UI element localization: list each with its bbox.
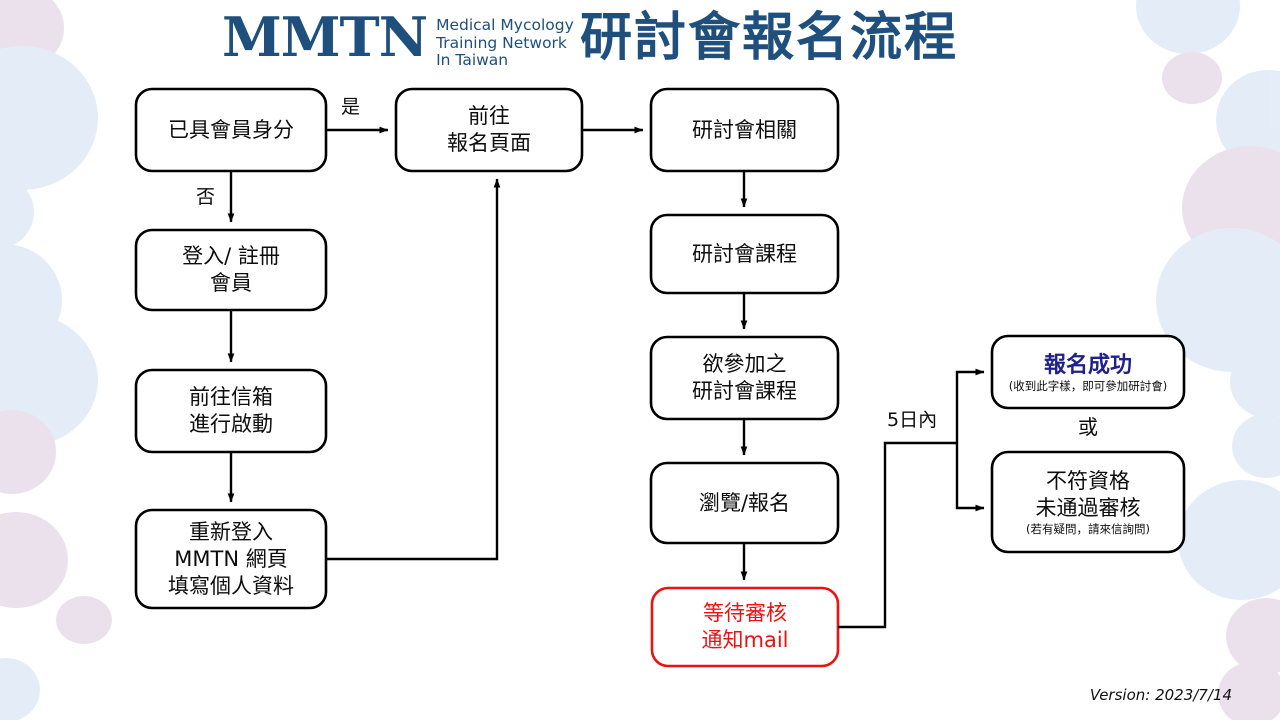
node-member-check-line1: 已具會員身分 bbox=[168, 117, 294, 142]
node-relogin-profile-line2: MMTN 網頁 bbox=[174, 546, 288, 571]
node-goto-register-line2: 報名頁面 bbox=[447, 131, 531, 155]
node-await-review-line1: 等待審核 bbox=[703, 601, 787, 625]
edge-label-no: 否 bbox=[196, 186, 216, 208]
logo-tagline-line2: Training Network bbox=[436, 33, 567, 52]
mmtn-logo: MMTN Medical Mycology Training Network I… bbox=[222, 8, 574, 70]
node-seminar-courses[interactable]: 研討會課程 bbox=[651, 215, 838, 293]
node-member-check[interactable]: 已具會員身分 bbox=[136, 89, 326, 171]
logo-tagline-line3: In Taiwan bbox=[436, 51, 509, 69]
node-browse-apply[interactable]: 瀏覽/報名 bbox=[651, 463, 838, 543]
node-relogin-profile-line3: 填寫個人資料 bbox=[168, 573, 294, 598]
edge-await-trunk bbox=[838, 441, 957, 629]
node-browse-apply-line1: 瀏覽/報名 bbox=[698, 490, 791, 515]
node-login-signup-line1: 登入/ 註冊 bbox=[182, 244, 280, 268]
node-relogin-profile[interactable]: 重新登入 MMTN 網頁 填寫個人資料 bbox=[136, 510, 326, 608]
edge-label-yes: 是 bbox=[341, 96, 361, 118]
node-await-review[interactable]: 等待審核 通知mail bbox=[652, 588, 838, 666]
logo-tagline-line1: Medical Mycology bbox=[436, 16, 574, 34]
node-success[interactable]: 報名成功 (收到此字樣，即可參加研討會) bbox=[992, 336, 1184, 408]
edge-split-to-rejected bbox=[955, 443, 985, 512]
node-rejected[interactable]: 不符資格 未通過審核 (若有疑問，請來信詢問) bbox=[992, 452, 1184, 552]
node-success-note: (收到此字樣，即可參加研討會) bbox=[1008, 378, 1168, 393]
node-await-review-line2: 通知mail bbox=[701, 628, 789, 652]
logo-wordmark: MMTN bbox=[222, 5, 428, 69]
box-success bbox=[990, 334, 1186, 410]
node-mailbox-activate-line2: 進行啟動 bbox=[189, 412, 273, 436]
node-relogin-profile-line1: 重新登入 bbox=[189, 519, 273, 544]
edge-relogin-to-register bbox=[326, 178, 501, 561]
page-title: 研討會報名流程 bbox=[580, 8, 959, 68]
node-desired-course-line1: 欲參加之 bbox=[702, 352, 787, 376]
version-label: Version: 2023/7/14 bbox=[1089, 686, 1232, 704]
edge-label-within-5-days: 5日內 bbox=[887, 409, 938, 431]
node-rejected-line1: 不符資格 bbox=[1046, 469, 1130, 493]
node-goto-register-line1: 前往 bbox=[468, 104, 510, 128]
node-rejected-note: (若有疑問，請來信詢問) bbox=[1026, 522, 1150, 536]
node-rejected-line2: 未通過審核 bbox=[1035, 496, 1141, 520]
node-seminar-info[interactable]: 研討會相關 bbox=[651, 89, 838, 171]
node-success-line1: 報名成功 bbox=[1043, 352, 1132, 378]
node-seminar-info-line1: 研討會相關 bbox=[692, 117, 797, 142]
node-mailbox-activate-line1: 前往信箱 bbox=[189, 385, 273, 409]
node-login-signup[interactable]: 登入/ 註冊 會員 bbox=[136, 230, 326, 310]
edge-label-or: 或 bbox=[1078, 415, 1098, 439]
node-mailbox-activate[interactable]: 前往信箱 進行啟動 bbox=[136, 370, 326, 452]
node-desired-course[interactable]: 欲參加之 研討會課程 bbox=[651, 337, 838, 419]
logo-tagline: Medical Mycology Training Network In Tai… bbox=[436, 16, 574, 70]
node-goto-register[interactable]: 前往 報名頁面 bbox=[396, 89, 582, 171]
node-seminar-courses-line1: 研討會課程 bbox=[692, 241, 797, 266]
node-login-signup-line2: 會員 bbox=[210, 271, 252, 295]
edge-split-to-success bbox=[955, 368, 985, 443]
node-desired-course-line2: 研討會課程 bbox=[692, 379, 797, 403]
